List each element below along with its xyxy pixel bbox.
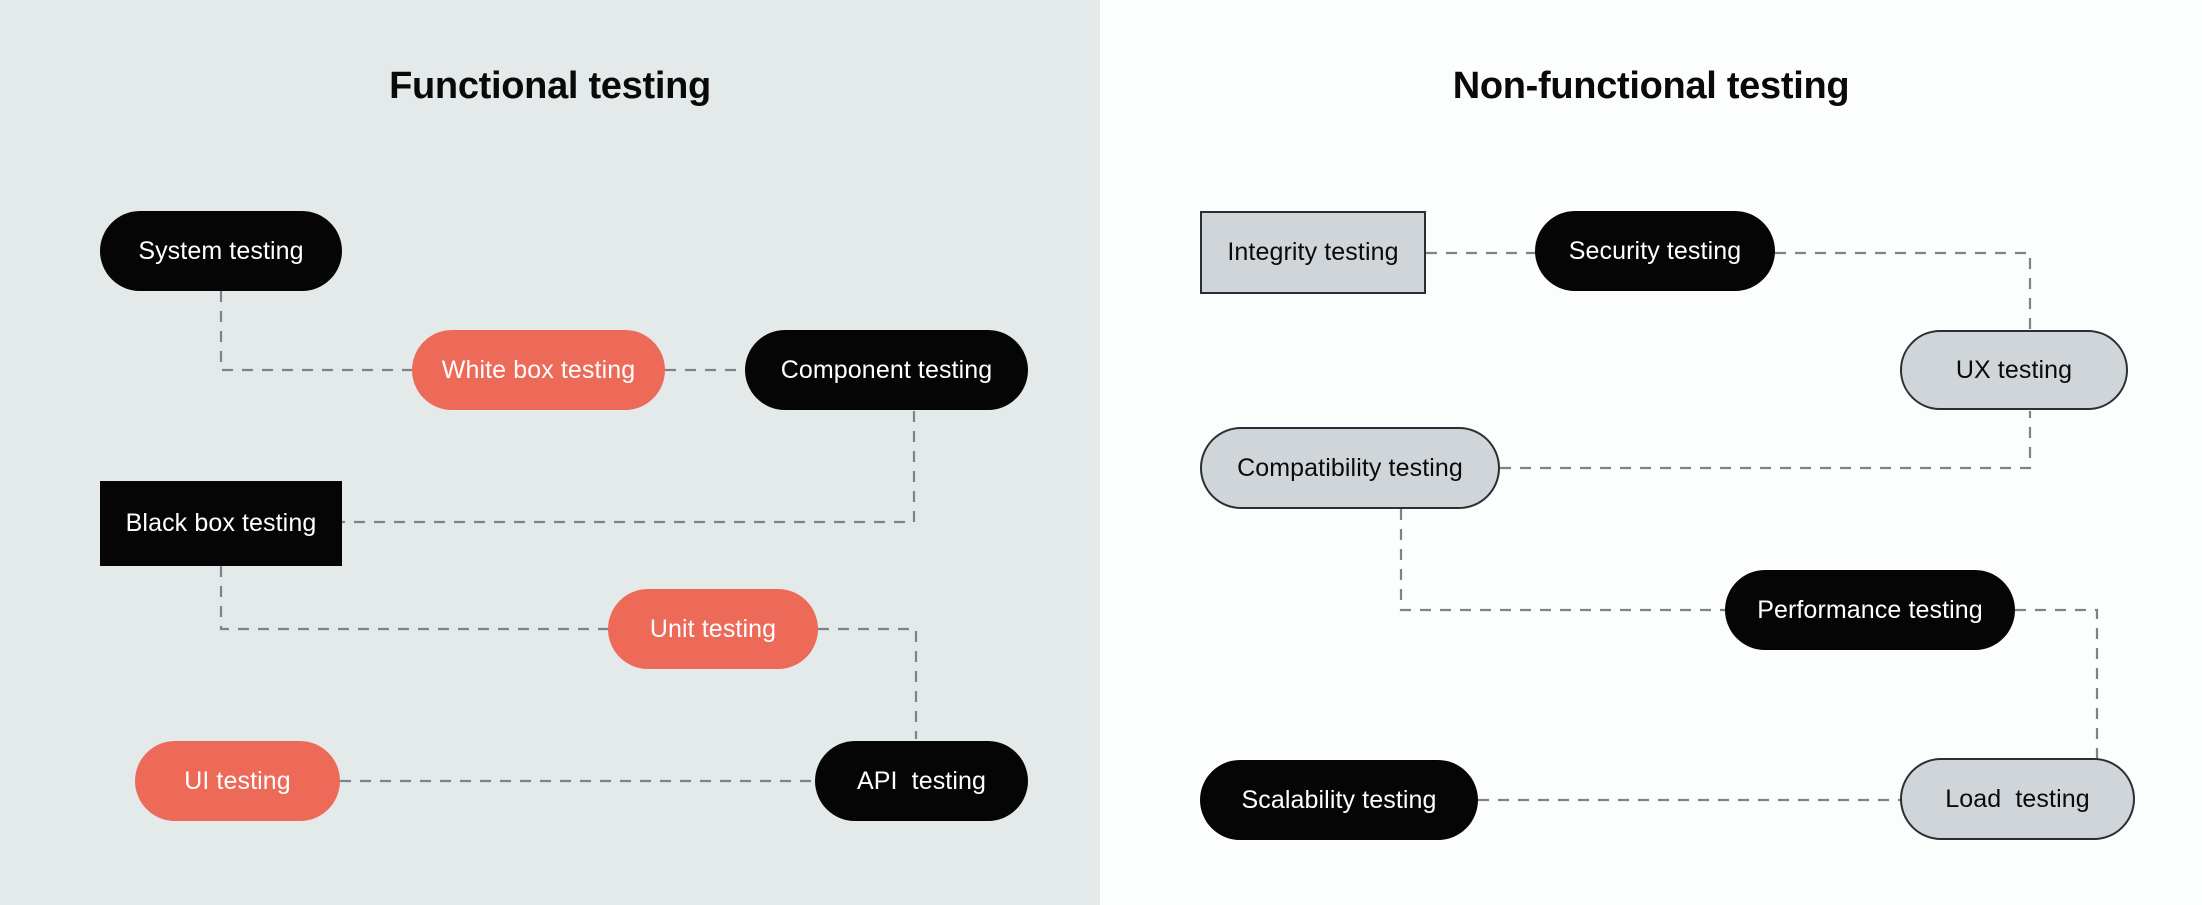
node-ux-testing[interactable]: UX testing (1900, 330, 2128, 410)
node-api-testing[interactable]: API testing (815, 741, 1028, 821)
node-black-box-testing-label: Black box testing (125, 509, 317, 537)
node-performance-testing-label: Performance testing (1757, 595, 1983, 624)
node-integrity-testing-label: Integrity testing (1227, 238, 1399, 266)
node-component-testing-label: Component testing (780, 355, 993, 384)
node-load-testing[interactable]: Load testing (1900, 758, 2135, 840)
node-ui-testing[interactable]: UI testing (135, 741, 340, 821)
node-system-testing-label: System testing (138, 236, 304, 265)
node-scalability-testing[interactable]: Scalability testing (1200, 760, 1478, 840)
node-load-testing-label: Load testing (1945, 784, 2090, 813)
node-performance-testing[interactable]: Performance testing (1725, 570, 2015, 650)
node-unit-testing-label: Unit testing (649, 614, 777, 643)
node-compatibility-testing[interactable]: Compatibility testing (1200, 427, 1500, 509)
panel-title-non-functional: Non-functional testing (1452, 65, 1850, 107)
node-black-box-testing[interactable]: Black box testing (100, 481, 342, 566)
node-ux-testing-label: UX testing (1955, 355, 2073, 384)
node-system-testing[interactable]: System testing (100, 211, 342, 291)
node-integrity-testing[interactable]: Integrity testing (1200, 211, 1426, 294)
node-white-box-testing-label: White box testing (441, 355, 636, 384)
node-unit-testing[interactable]: Unit testing (608, 589, 818, 669)
node-component-testing[interactable]: Component testing (745, 330, 1028, 410)
node-security-testing[interactable]: Security testing (1535, 211, 1775, 291)
node-compatibility-testing-label: Compatibility testing (1237, 453, 1463, 482)
node-scalability-testing-label: Scalability testing (1241, 785, 1437, 814)
node-security-testing-label: Security testing (1568, 236, 1742, 265)
node-white-box-testing[interactable]: White box testing (412, 330, 665, 410)
node-ui-testing-label: UI testing (184, 766, 291, 795)
panel-title-functional: Functional testing (389, 65, 711, 107)
node-api-testing-label: API testing (856, 766, 987, 795)
